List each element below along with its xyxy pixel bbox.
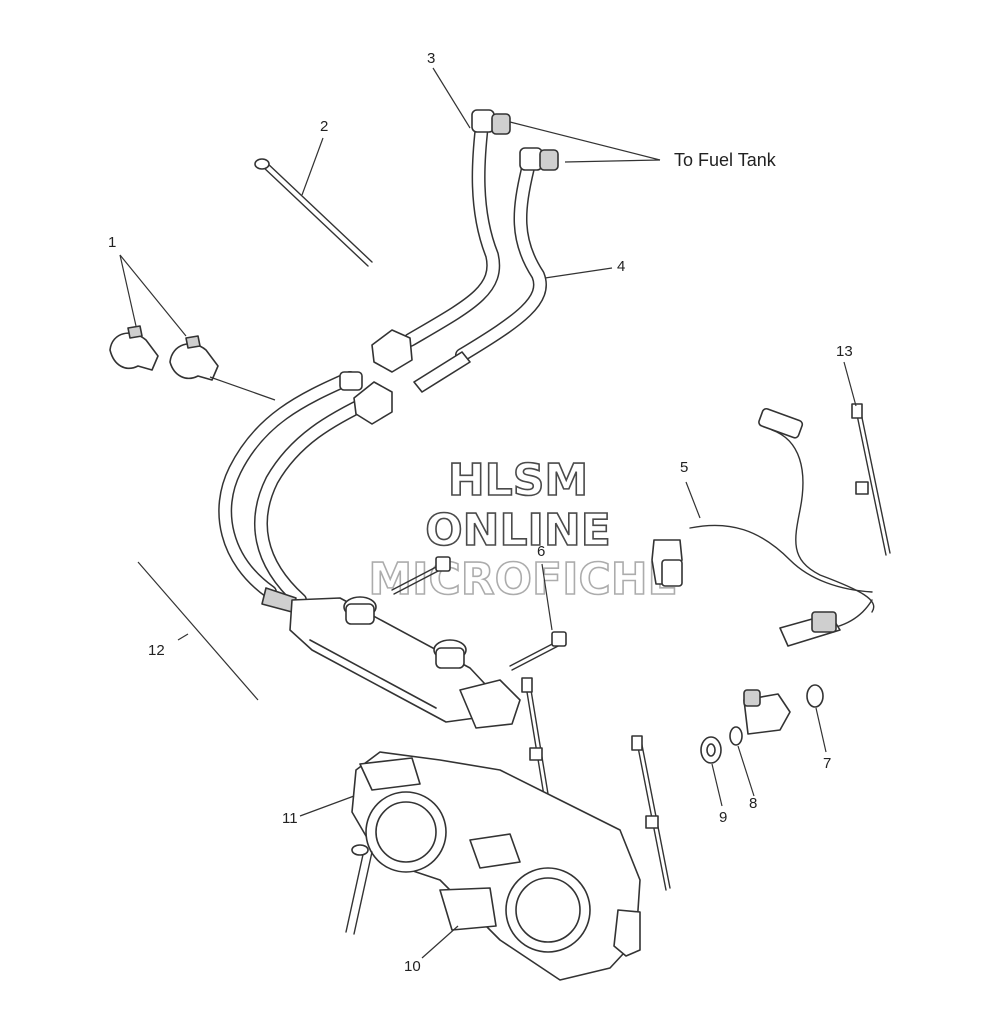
callout-8: 8 <box>749 795 757 812</box>
fuel-rail <box>289 596 521 729</box>
cable-tie-left <box>521 677 551 809</box>
callout-5: 5 <box>680 459 688 476</box>
part-4-fuel-hose <box>413 147 559 393</box>
part-3-fuel-hose <box>371 109 511 373</box>
callout-7: 7 <box>823 755 831 772</box>
bolt-upper <box>391 556 451 595</box>
watermark-line-2: ONLINE <box>425 505 611 556</box>
part-2-cable-tie <box>254 158 373 267</box>
part-8-o-ring <box>729 726 743 746</box>
callout-1: 1 <box>108 234 116 251</box>
cable-tie-right <box>631 735 671 891</box>
leader-lines <box>119 67 857 959</box>
injector-assembly <box>743 689 791 735</box>
part-13-cable-tie <box>851 403 891 556</box>
callout-9: 9 <box>719 809 727 826</box>
watermark-line-1: HLSM <box>448 455 588 506</box>
watermark-line-3: MICROFICHE <box>368 554 677 605</box>
part-7-o-ring <box>806 684 824 708</box>
callout-4: 4 <box>617 258 625 275</box>
callout-2: 2 <box>320 118 328 135</box>
part-5-wiring-harness <box>651 407 875 647</box>
callout-10: 10 <box>404 958 421 975</box>
callout-12: 12 <box>148 642 165 659</box>
callout-3: 3 <box>427 50 435 67</box>
part-1-hose-clamps <box>109 325 219 381</box>
throttle-body <box>345 751 641 981</box>
part-6-bolt <box>509 631 567 671</box>
callout-11: 11 <box>282 810 298 827</box>
callouts: 1 2 3 4 5 6 7 8 9 10 11 12 13 To Fuel Ta… <box>108 50 853 975</box>
to-fuel-tank-note: To Fuel Tank <box>674 150 777 170</box>
callout-6: 6 <box>537 543 545 560</box>
watermark: HLSM ONLINE MICROFICHE <box>368 454 679 606</box>
fuel-line-assembly <box>218 371 393 613</box>
part-9-grommet <box>700 736 722 764</box>
callout-13: 13 <box>836 343 853 360</box>
